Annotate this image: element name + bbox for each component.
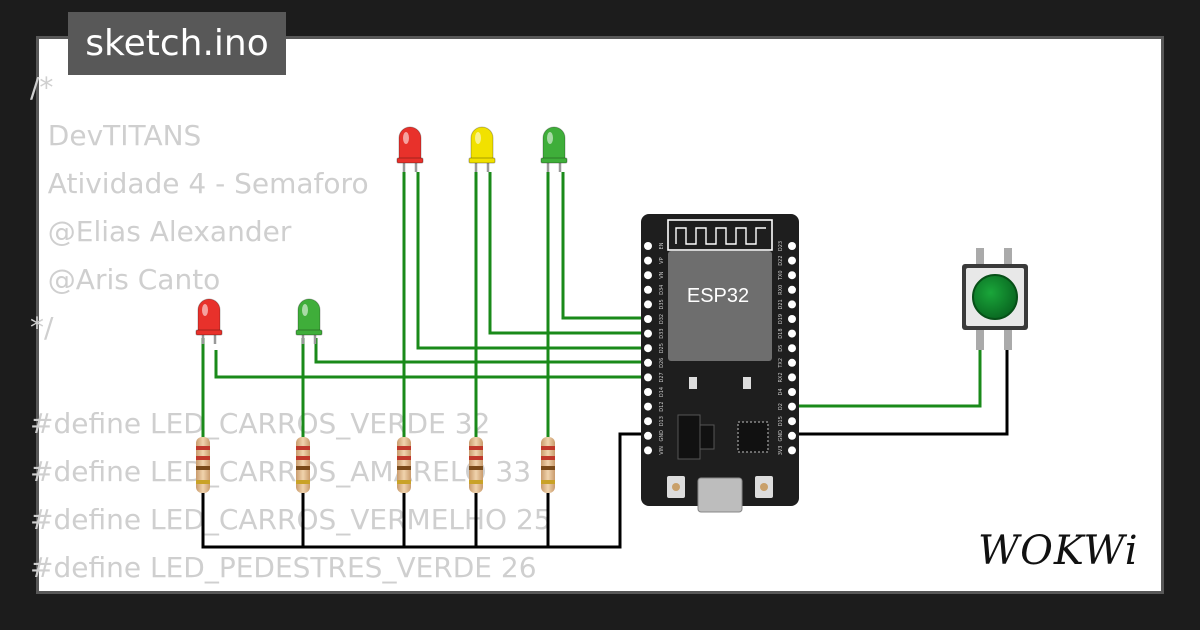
code-line: DevTITANS [30,119,202,152]
resistor[interactable] [196,437,210,493]
file-tab[interactable]: sketch.ino [68,12,286,75]
pin-hole [788,271,796,280]
pin-hole [644,402,652,411]
pin-hole [644,256,652,265]
pin-label: D27 [659,372,665,382]
pin-hole [644,329,652,338]
code-background: /* DevTITANS Atividade 4 - Semaforo @Eli… [30,64,552,592]
usb-chip [737,421,769,453]
pin-label: D18 [778,328,784,338]
led-green[interactable] [295,298,323,344]
pin-hole [788,344,796,353]
pin-label: VP [659,257,665,263]
pin-label: D21 [778,299,784,309]
pin-label: GND [659,430,665,442]
pin-hole [788,256,796,265]
pin-label: D32 [659,314,665,324]
push-button[interactable] [962,248,1028,350]
pin-label: RX2 [778,372,784,382]
pin-label: D14 [659,387,665,397]
ground-wires [201,348,1009,549]
pin-label: D2 [778,403,784,410]
resistor[interactable] [469,437,483,493]
resistor[interactable] [541,437,555,493]
usb-port [697,477,743,513]
pin-label: VN [659,271,665,278]
push-button-cap[interactable] [972,274,1018,320]
pin-hole [644,271,652,280]
code-line: */ [30,311,54,344]
pin-label: TX0 [778,270,784,281]
pin-hole [644,373,652,382]
led-yellow[interactable] [468,126,496,172]
pin-hole [788,358,796,367]
pin-label: D15 [778,416,784,426]
resistor-group [196,437,555,493]
pin-label: VIN [659,446,665,455]
pin-hole [644,446,652,455]
code-line: Atividade 4 - Semaforo [30,167,369,200]
resistor[interactable] [296,437,310,493]
pin-hole [644,417,652,426]
pin-label: 3V3 [778,446,784,456]
pin-label: D25 [659,343,665,353]
pin-hole [788,242,796,250]
pin-hole [788,285,796,294]
esp32-chip [668,251,772,361]
pin-label: RX0 [778,285,784,295]
code-line: @Elias Alexander [30,215,292,248]
pin-hole [788,417,796,426]
pin-label: D19 [778,314,784,324]
pin-label: D13 [659,416,665,426]
signal-wires [201,172,982,440]
pin-label: D35 [659,299,665,309]
pin-label: D12 [659,401,665,411]
pin-label: D23 [778,241,784,251]
code-line: /* [30,71,54,104]
pin-hole [788,431,796,440]
pin-hole [644,431,652,440]
esp32-board[interactable]: ESP32 ENVPVND34D35D32D33D25D26D27D14D12D… [641,214,799,513]
pin-hole [644,358,652,367]
pin-label: D26 [659,358,665,368]
code-line: #define LED_CARROS_VERMELHO 25 [30,503,552,536]
pin-hole [788,373,796,382]
pin-label: EN [659,242,665,249]
pin-hole [644,242,652,250]
pin-label: D4 [778,388,784,395]
pin-hole [644,344,652,353]
code-line: @Aris Canto [30,263,221,296]
pin-hole [788,315,796,323]
wokwi-logo: WOKWi [978,528,1139,574]
esp32-label: ESP32 [687,285,749,307]
pin-hole [644,388,652,396]
resistor[interactable] [397,437,411,493]
pin-label: GND [778,430,784,442]
pin-hole [788,300,796,309]
pin-label: TX2 [778,358,784,369]
led-group [195,126,568,344]
pin-hole [644,285,652,294]
pin-label: D5 [778,345,784,352]
pin-hole [788,329,796,338]
pin-hole [788,388,796,396]
pin-hole [788,446,796,455]
led-red[interactable] [396,126,424,172]
pin-hole [644,300,652,309]
code-line: #define LED_CARROS_VERDE 32 [30,407,491,440]
code-line: #define LED_PEDESTRES_VERDE 26 [30,551,537,584]
pin-label: D33 [659,328,665,338]
led-green[interactable] [540,126,568,172]
led-red[interactable] [195,298,223,344]
pin-label: D22 [778,255,784,265]
pin-hole [644,315,652,323]
pin-hole [788,402,796,411]
pin-label: D34 [659,285,665,295]
